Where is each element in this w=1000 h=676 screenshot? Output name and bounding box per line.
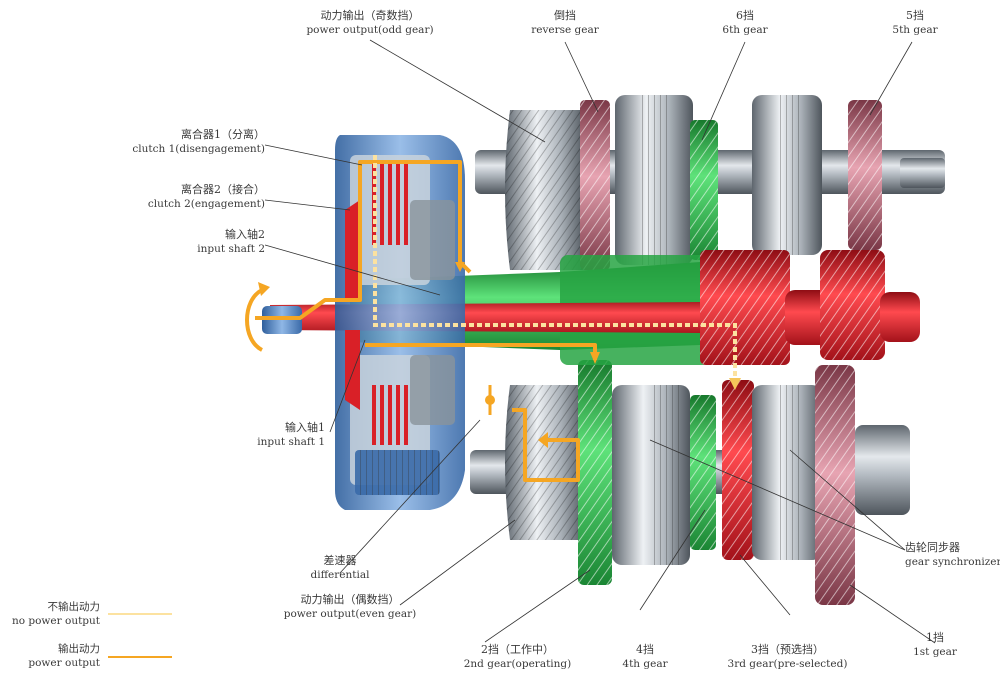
leader-lines — [264, 39, 936, 644]
reverse-gear-pink — [580, 100, 610, 270]
label-power-output-odd: 动力输出（奇数挡） power output(odd gear) — [306, 9, 434, 36]
label-differential: 差速器 differential — [310, 554, 370, 581]
legend-no-power-output: 不输出动力 no power output — [11, 601, 100, 627]
fourth-gear-green — [690, 395, 716, 550]
legend-power-output: 输出动力 power output — [28, 643, 100, 669]
label-input-shaft-1: 输入轴1 input shaft 1 — [257, 421, 325, 448]
synchronizer-upper-2 — [752, 95, 822, 255]
input-rotation-arrow — [245, 288, 264, 352]
flow-arrow-up-even — [538, 432, 548, 448]
synchronizer-lower-1 — [612, 385, 690, 565]
clutch-2-plates — [372, 160, 408, 245]
label-third-gear: 3挡（预选挡） 3rd gear(pre-selected) — [727, 643, 848, 670]
no-power-output-path — [373, 155, 737, 385]
flow-arrow-down-odd — [455, 262, 465, 272]
synchronizer-upper-1 — [615, 95, 693, 265]
label-fifth-gear: 5挡 5th gear — [892, 9, 938, 36]
label-input-shaft-2: 输入轴2 input shaft 2 — [197, 228, 265, 255]
second-gear-green — [578, 360, 612, 585]
label-sixth-gear: 6挡 6th gear — [722, 9, 768, 36]
label-reverse-gear: 倒挡 reverse gear — [531, 9, 599, 36]
label-fourth-gear: 4挡 4th gear — [622, 643, 668, 670]
label-clutch-1: 离合器1（分离） clutch 1(disengagement) — [132, 128, 265, 155]
flow-arrow-down-odd-preselect — [729, 378, 741, 390]
first-gear-pink — [815, 365, 855, 605]
sixth-gear-green — [690, 120, 718, 260]
label-power-output-even: 动力输出（偶数挡） power output(even gear) — [283, 593, 417, 620]
label-gear-synchronizer: 齿轮同步器 gear synchronizer — [905, 541, 1000, 568]
flow-arrow-down-even — [590, 352, 600, 364]
label-second-gear: 2挡（工作中） 2nd gear(operating) — [463, 643, 572, 670]
fifth-gear-pink — [848, 100, 882, 250]
clutch-1-plates — [372, 385, 408, 445]
synchronizer-lower-2 — [752, 385, 822, 560]
reverse-gear-large — [505, 110, 585, 270]
label-clutch-2: 离合器2（接合） clutch 2(engagement) — [147, 183, 265, 210]
lower-shaft-end — [855, 425, 910, 515]
label-first-gear: 1挡 1st gear — [913, 631, 957, 658]
third-gear-red — [722, 380, 754, 560]
dual-clutch-housing — [335, 135, 465, 510]
rotation-arrow-head — [258, 282, 270, 296]
